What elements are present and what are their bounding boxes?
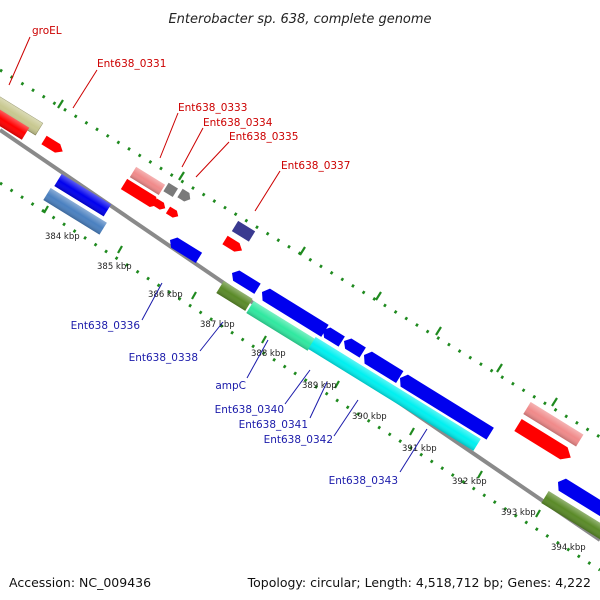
reverse-strand-genes <box>43 174 600 540</box>
label-ent0342[interactable]: Ent638_0342 <box>264 434 333 446</box>
gene-red-mid[interactable] <box>120 178 161 210</box>
gene-ent0341[interactable] <box>341 336 366 358</box>
gene-red-small-2[interactable] <box>165 206 180 220</box>
gene-blue-390[interactable] <box>360 349 404 384</box>
label-ent0338[interactable]: Ent638_0338 <box>129 352 198 364</box>
label-ent0333[interactable]: Ent638_0333 <box>178 102 247 114</box>
kbp-label-392: 392 kbp <box>452 477 487 487</box>
label-ent0340[interactable]: Ent638_0340 <box>215 404 284 416</box>
gene-blue-393[interactable] <box>554 476 600 520</box>
gene-blue-387[interactable] <box>229 268 261 294</box>
gene-ent0335[interactable] <box>177 188 192 204</box>
tick-marks <box>43 99 558 518</box>
leader-lines-red <box>8 36 281 212</box>
gene-blue-386[interactable] <box>167 235 203 263</box>
gene-ent0340[interactable] <box>320 325 345 347</box>
kbp-label-386: 386 kbp <box>148 290 183 300</box>
kbp-label-384: 384 kbp <box>45 232 80 242</box>
gene-labels: groEL Ent638_0331 Ent638_0333 Ent638_033… <box>32 25 398 487</box>
kbp-label-390: 390 kbp <box>352 412 387 422</box>
gene-ent0334[interactable] <box>163 182 178 198</box>
label-groEL[interactable]: groEL <box>32 25 62 37</box>
label-ent0336[interactable]: Ent638_0336 <box>71 320 141 332</box>
gene-ent0343[interactable] <box>396 372 494 440</box>
label-ent0343[interactable]: Ent638_0343 <box>329 475 398 487</box>
gene-blue-388[interactable] <box>258 286 329 337</box>
label-ampC[interactable]: ampC <box>215 380 246 392</box>
kbp-label-388: 388 kbp <box>251 349 286 359</box>
accession-text: Accession: NC_009436 <box>9 575 151 590</box>
kbp-label-385: 385 kbp <box>97 262 132 272</box>
gene-red-right[interactable] <box>514 419 574 463</box>
label-ent0335[interactable]: Ent638_0335 <box>229 131 298 143</box>
gene-ent0331[interactable] <box>41 135 65 156</box>
kbp-label-387: 387 kbp <box>200 320 235 330</box>
forward-strand-genes <box>0 93 584 463</box>
topology-text: Topology: circular; Length: 4,518,712 bp… <box>247 575 591 590</box>
kbp-label-391: 391 kbp <box>402 444 437 454</box>
label-ent0341[interactable]: Ent638_0341 <box>239 419 308 431</box>
label-ent0331[interactable]: Ent638_0331 <box>97 58 166 70</box>
kbp-label-393: 393 kbp <box>501 508 536 518</box>
leader-lines-blue <box>141 282 428 473</box>
label-ent0337[interactable]: Ent638_0337 <box>281 160 350 172</box>
kbp-label-389: 389 kbp <box>302 381 337 391</box>
map-title: Enterobacter sp. 638, complete genome <box>168 12 431 27</box>
gene-red-small-1[interactable] <box>152 198 167 212</box>
gene-ent0337[interactable] <box>231 220 256 242</box>
kbp-labels: 384 kbp 385 kbp 386 kbp 387 kbp 388 kbp … <box>45 232 586 553</box>
gene-red-0337b[interactable] <box>222 235 244 255</box>
kbp-label-394: 394 kbp <box>551 543 586 553</box>
label-ent0334[interactable]: Ent638_0334 <box>203 117 273 129</box>
